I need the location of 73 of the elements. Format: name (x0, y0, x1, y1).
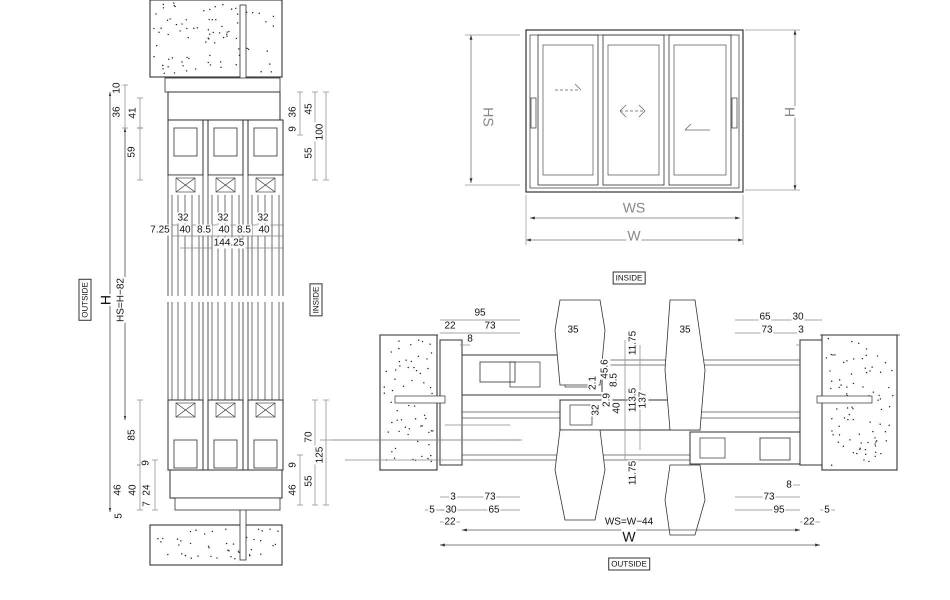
dimension-label: 3 (797, 324, 805, 336)
dimension-label: 125 (314, 446, 326, 464)
dimension-label: H (98, 294, 114, 306)
dimension-label: 2.1 (588, 375, 598, 391)
dimension-label: 2.9 (602, 392, 612, 408)
dimension-label: 36 (288, 105, 298, 119)
dimension-label: WS=W−44 (604, 516, 654, 528)
side-label: INSIDE (612, 272, 646, 284)
dimension-label: 40 (217, 224, 231, 236)
dimension-label: 8.5 (196, 224, 212, 236)
dimension-label: 5 (428, 504, 436, 516)
dimension-label: 46 (288, 483, 298, 497)
dimension-label: 30 (791, 312, 805, 322)
dimension-label: 73 (760, 324, 774, 336)
dimension-label: 11.75 (628, 330, 638, 356)
dimension-label: 35 (678, 324, 692, 336)
dimension-label: 8 (466, 334, 474, 344)
dimension-label: 73 (483, 492, 497, 502)
dimension-label: 95 (473, 308, 487, 318)
dimension-label: 55 (304, 146, 314, 160)
dimension-label: 7.25 (149, 224, 171, 236)
dimension-label: 46 (112, 483, 124, 497)
dimension-label: 85 (126, 428, 138, 442)
dimension-label: 40 (612, 401, 622, 415)
side-label: INSIDE (310, 284, 322, 316)
dimension-label: 100 (314, 122, 326, 142)
side-label: OUTSIDE (608, 558, 650, 570)
dimension-label: 8 (785, 480, 793, 490)
dimension-label: 9 (288, 461, 298, 469)
dimension-label: 55 (304, 474, 314, 488)
dimension-label: 24 (142, 483, 152, 497)
dimension-label: 73 (483, 320, 497, 332)
dimension-label: 5 (114, 512, 124, 520)
dimension-label: 36 (112, 105, 122, 119)
dimension-label: 65 (758, 312, 772, 322)
dimension-label: 73 (762, 492, 776, 502)
dimension-label: W (621, 530, 637, 544)
dimension-label: 30 (444, 504, 458, 516)
dimension-label: 35 (566, 324, 580, 336)
dimension-label: 32 (176, 212, 190, 224)
dimension-label: 32 (216, 212, 230, 224)
dimension-label: HS=H−82 (116, 277, 126, 323)
dimension-label: 137 (638, 390, 648, 410)
dimension-label: HS (480, 106, 496, 128)
dimension-label: 9 (288, 125, 298, 133)
dimension-label: 59 (126, 145, 138, 159)
dimension-label: 22 (802, 516, 816, 528)
dimension-label: H (782, 106, 798, 118)
dimension-label: 22 (443, 320, 457, 332)
dimension-label: 8.5 (236, 224, 252, 236)
dimension-label: WS (622, 200, 646, 216)
dimension-label: 7 (142, 500, 152, 508)
dimension-label: 3 (449, 492, 457, 502)
dimension-label: 95 (772, 504, 786, 516)
dimension-label: 11.75 (628, 460, 638, 486)
dimension-label: 144.25 (212, 238, 246, 248)
dimension-label: 70 (304, 430, 314, 444)
side-label: OUTSIDE (78, 279, 92, 321)
dimension-label: 45 (304, 102, 314, 116)
dimension-label: 9 (140, 459, 152, 467)
dimension-label: 10 (112, 81, 122, 95)
dimension-label: 65 (487, 504, 501, 516)
dimension-label: 40 (178, 224, 192, 236)
dimension-label: 22 (443, 516, 457, 528)
dimension-label: W (626, 228, 642, 244)
dimension-label: 40 (128, 483, 138, 497)
dimension-label: 32 (256, 212, 270, 224)
dimension-label: 40 (257, 224, 271, 236)
dimension-label: 32 (590, 403, 602, 417)
dimension-label: 41 (128, 106, 138, 120)
dimension-label: 8.5 (608, 372, 620, 388)
dimension-label: 5 (823, 504, 831, 516)
dimension-label: 113.5 (628, 386, 638, 414)
